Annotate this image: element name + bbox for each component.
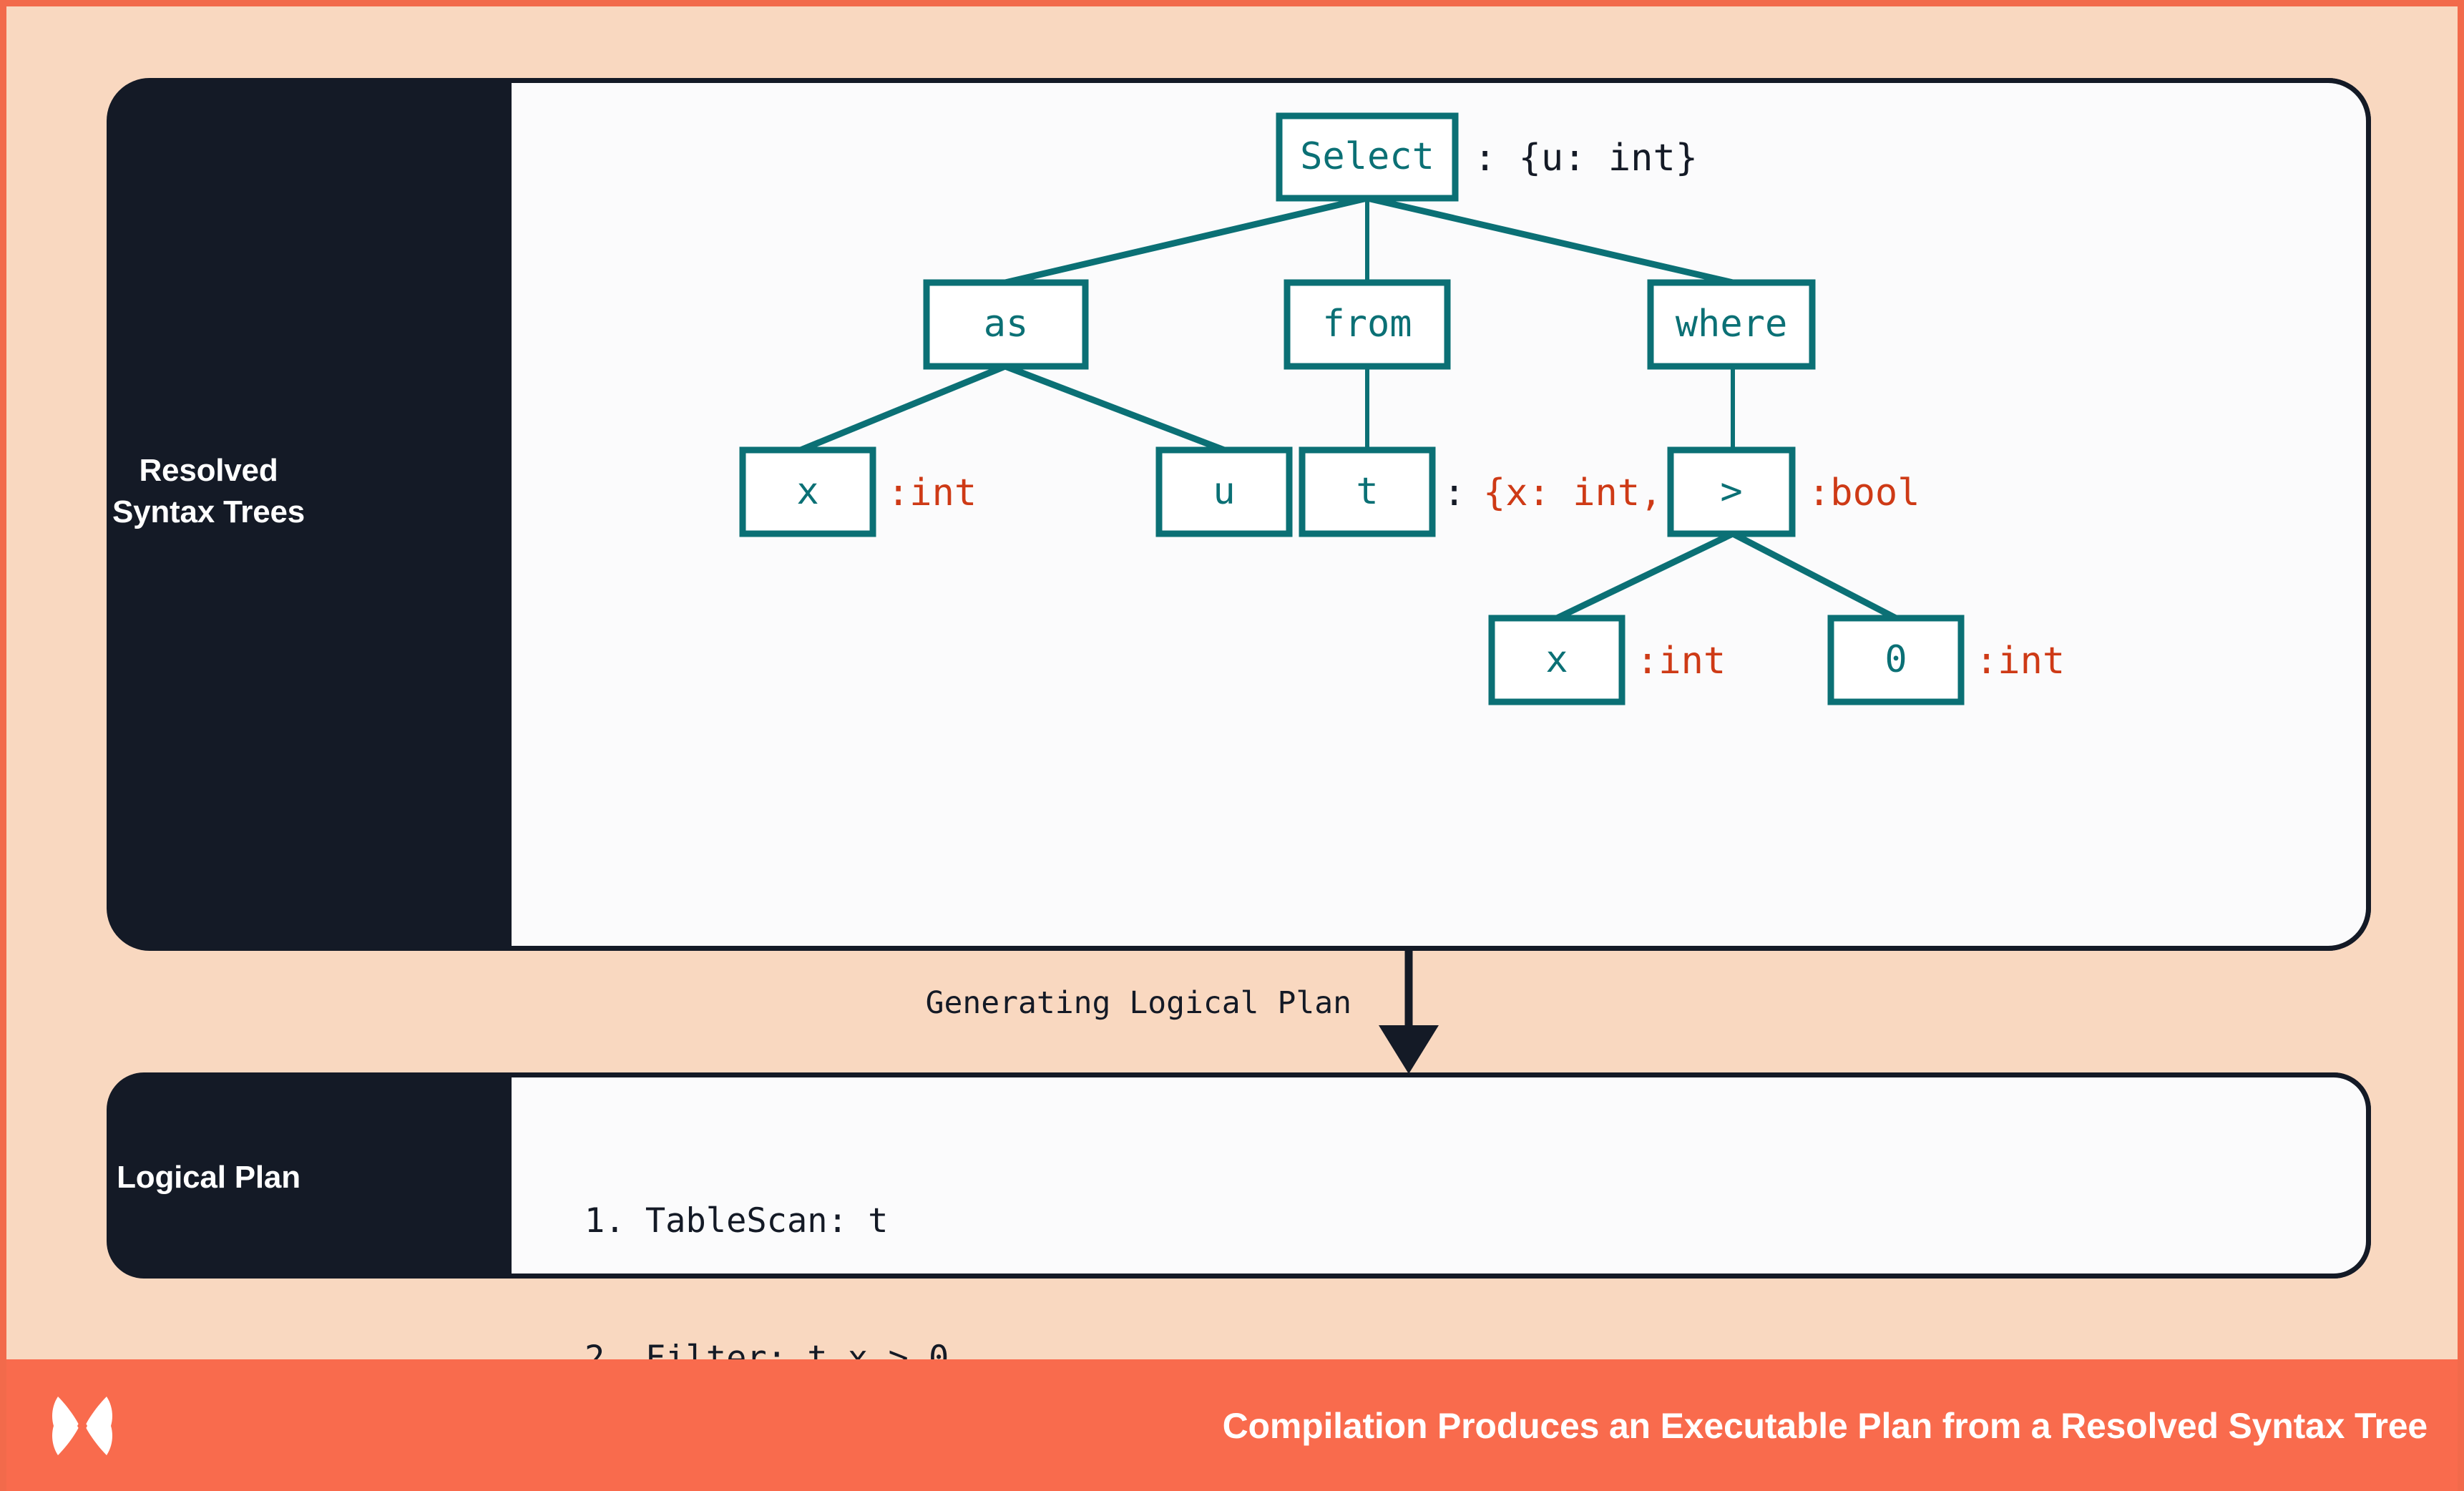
edge-as-u — [1004, 363, 1226, 454]
tree-node-as-label: as — [984, 303, 1029, 346]
resolved-syntax-tree-diagram: Select : {u: int} as from where x :int u — [739, 112, 2065, 705]
tree-node-gt-x-type: :int — [1636, 640, 1726, 683]
tree-node-gt-zero-type: :int — [1975, 640, 2065, 683]
tree-node-as[interactable]: as — [923, 279, 1089, 370]
tree-node-gt-zero[interactable]: 0 :int — [1827, 615, 2065, 705]
tree-node-gt-type: :bool — [1808, 471, 1920, 514]
tree-node-gt-label: > — [1720, 470, 1742, 513]
tree-node-from[interactable]: from — [1284, 279, 1451, 370]
tree-node-from-t[interactable]: t : {x: int,...} — [1299, 446, 1752, 537]
butterfly-x-logo — [52, 1397, 112, 1455]
rst-label-line2: Syntax Trees — [112, 494, 305, 530]
resolved-syntax-trees-label: Resolved Syntax Trees — [6, 450, 411, 533]
tree-node-as-x[interactable]: x :int — [739, 446, 977, 537]
tree-node-select-type: : {u: int} — [1474, 137, 1698, 180]
tree-node-gt-x[interactable]: x :int — [1488, 615, 1726, 705]
footer-bar: Compilation Produces an Executable Plan … — [6, 1359, 2458, 1491]
tree-node-select[interactable]: Select : {u: int} — [1276, 112, 1698, 202]
edge-gt-x — [1555, 530, 1734, 622]
edge-select-where — [1366, 195, 1734, 286]
tree-node-select-label: Select — [1300, 135, 1434, 178]
tree-node-from-label: from — [1322, 303, 1412, 346]
rst-label-line1: Resolved — [139, 453, 278, 488]
logical-plan-pane — [512, 1072, 2371, 1279]
tree-node-gt-x-label: x — [1545, 638, 1568, 681]
edge-as-x — [799, 363, 1007, 454]
down-arrow-icon — [1379, 951, 1439, 1074]
tree-node-from-t-label: t — [1356, 470, 1378, 513]
tree-node-as-x-type: :int — [887, 471, 977, 514]
tree-node-gt[interactable]: > :bool — [1667, 446, 1920, 537]
edge-gt-0 — [1731, 531, 1898, 621]
tree-node-from-t-type-prefix: : — [1443, 471, 1488, 514]
tree-node-as-u-label: u — [1213, 470, 1235, 513]
logical-plan-step: 1. TableScan: t — [585, 1201, 889, 1241]
connector-label: Generating Logical Plan — [925, 985, 1351, 1021]
tree-node-as-x-label: x — [796, 470, 818, 513]
tree-node-gt-zero-label: 0 — [1884, 638, 1907, 681]
tree-node-where-label: where — [1676, 303, 1788, 346]
edge-select-as — [1004, 195, 1369, 286]
logical-plan-label: Logical Plan — [117, 1160, 300, 1195]
tree-node-where[interactable]: where — [1647, 279, 1816, 370]
footer-caption: Compilation Produces an Executable Plan … — [1222, 1406, 2428, 1446]
